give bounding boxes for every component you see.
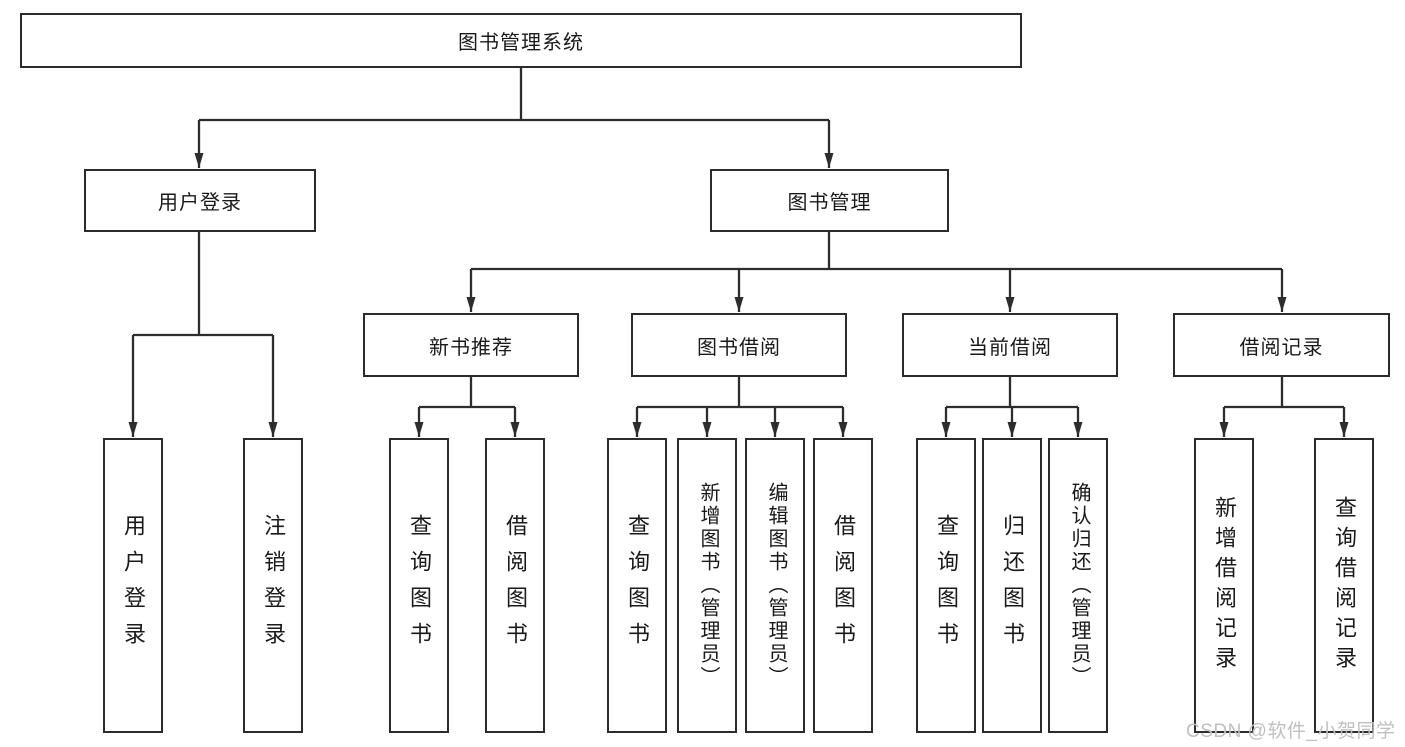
leaf-user-login: 用户登录: [103, 438, 163, 733]
leaf-current-query-books: 查询图书: [916, 438, 976, 733]
leaf-query-borrow-record: 查询借阅记录: [1314, 438, 1374, 733]
connector-current-trunk: [946, 377, 1078, 409]
node-book-mgmt: 图书管理: [710, 169, 949, 232]
leaf-recommend-borrow-books: 借阅图书: [485, 438, 545, 733]
node-book-borrow: 图书借阅: [631, 313, 847, 377]
leaf-logout: 注销登录: [243, 438, 303, 733]
connector-root-trunk: [199, 68, 829, 122]
connector-login-trunk: [133, 232, 273, 337]
leaf-borrow-query-books: 查询图书: [607, 438, 667, 733]
leaf-borrow-books: 借阅图书: [813, 438, 873, 733]
leaf-add-borrow-record: 新增借阅记录: [1194, 438, 1254, 733]
node-new-book-recommend: 新书推荐: [363, 313, 579, 377]
leaf-edit-book-admin: 编辑图书（管理员）: [745, 438, 805, 733]
leaf-confirm-return-admin: 确认归还（管理员）: [1048, 438, 1108, 733]
node-current-borrow: 当前借阅: [902, 313, 1118, 377]
connector-mgmt-trunk: [471, 232, 1282, 271]
node-root-system: 图书管理系统: [20, 13, 1022, 68]
leaf-return-books: 归还图书: [982, 438, 1042, 733]
connector-borrow-trunk: [637, 377, 843, 409]
leaf-add-book-admin: 新增图书（管理员）: [677, 438, 737, 733]
csdn-watermark: CSDN @软件_小贺同学: [1186, 721, 1396, 742]
connector-records-trunk: [1224, 377, 1344, 409]
leaf-recommend-query-books: 查询图书: [389, 438, 449, 733]
node-user-login: 用户登录: [84, 169, 316, 232]
connector-recommend-trunk: [419, 377, 515, 409]
node-borrow-records: 借阅记录: [1173, 313, 1390, 377]
